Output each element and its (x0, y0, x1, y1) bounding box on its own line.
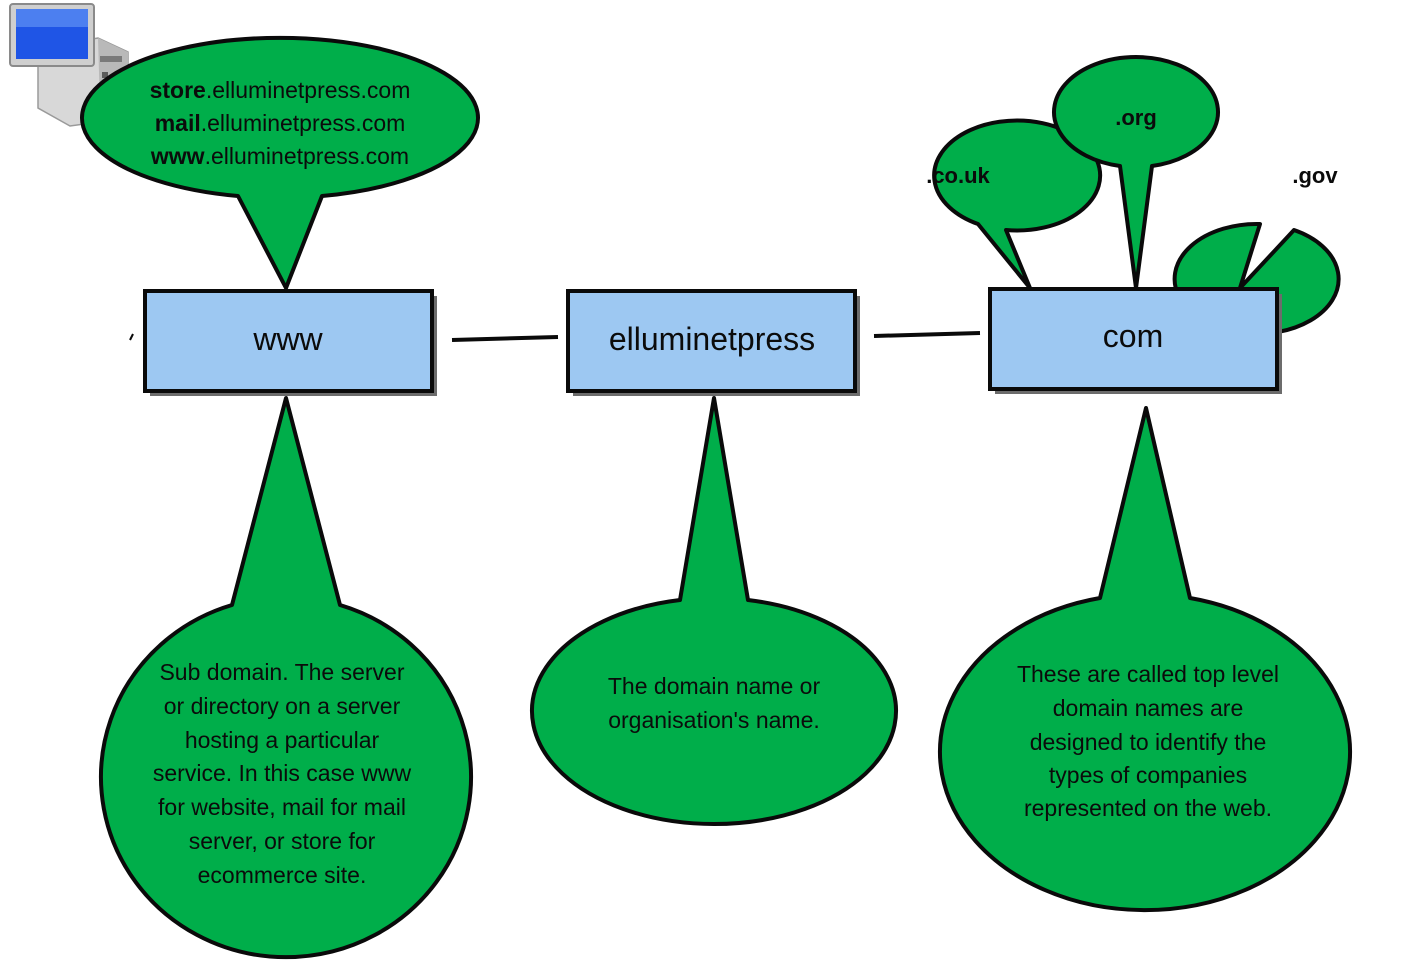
note-subdomain-line: server, or store for (189, 828, 376, 854)
computer-icon (9, 3, 129, 127)
tld-label-couk: .co.uk (926, 163, 990, 188)
note-bubble-domain: The domain name or organisation's name. (530, 396, 898, 827)
note-tld-line: represented on the web. (1024, 795, 1272, 821)
box-subdomain-label: www (252, 321, 323, 357)
note-tld-line: designed to identify the (1030, 729, 1267, 755)
stray-mark (129, 333, 134, 341)
host-line-www: www.elluminetpress.com (150, 143, 409, 169)
note-subdomain-line: or directory on a server (164, 693, 401, 719)
box-domain: elluminetpress (566, 289, 860, 396)
tld-bubble-couk: .co.uk (926, 118, 1103, 290)
tld-label-gov: .gov (1292, 163, 1338, 188)
host-line-mail: mail.elluminetpress.com (155, 110, 406, 136)
note-tld-line: types of companies (1049, 762, 1247, 788)
box-domain-label: elluminetpress (609, 321, 815, 357)
note-tld-line: domain names are (1053, 695, 1244, 721)
box-subdomain: www (143, 289, 437, 396)
connector-www-domain (451, 335, 559, 342)
connector-domain-com (873, 331, 981, 338)
note-subdomain-line: Sub domain. The server (159, 659, 404, 685)
note-tld-line: These are called top level (1017, 661, 1279, 687)
hosts-bubble: store.elluminetpress.com mail.elluminetp… (80, 35, 480, 290)
tld-label-org: .org (1115, 105, 1157, 130)
note-subdomain-line: ecommerce site. (198, 862, 367, 888)
note-subdomain-line: service. In this case www (153, 760, 412, 786)
note-subdomain-line: for website, mail for mail (158, 794, 406, 820)
box-tld: com (988, 287, 1282, 394)
host-line-store: store.elluminetpress.com (150, 77, 411, 103)
note-bubble-tld: These are called top level domain names … (938, 406, 1352, 913)
note-domain-line: The domain name or (608, 673, 821, 699)
note-domain-line: organisation's name. (608, 707, 820, 733)
box-tld-label: com (1103, 318, 1163, 354)
tld-bubble-org: .org (1052, 55, 1220, 290)
note-subdomain-line: hosting a particular (185, 727, 380, 753)
note-bubble-subdomain: Sub domain. The server or directory on a… (99, 396, 473, 960)
